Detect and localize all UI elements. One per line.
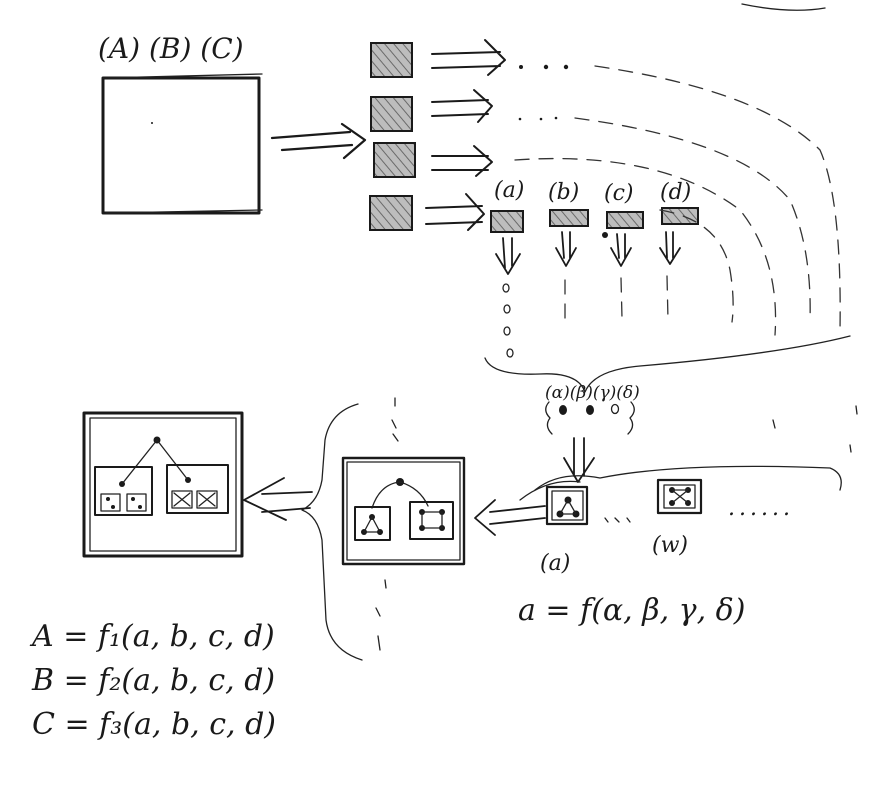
equations: A = f₁(a, b, c, d) B = f₂(a, b, c, d) C …	[29, 619, 276, 742]
graph-a: (a)	[540, 485, 589, 576]
tile-2	[370, 96, 413, 132]
tile-4	[369, 195, 413, 231]
dashed-arcs	[514, 65, 841, 336]
feature-label-b: (b)	[548, 180, 579, 205]
vertical-dots	[502, 275, 669, 358]
feature-down-arrows	[495, 231, 681, 275]
aggregated-labels: (α)(β)(γ)(δ)	[545, 383, 640, 403]
arrow-input-to-tiles	[270, 122, 367, 160]
collecting-brace	[484, 335, 851, 393]
tile-3	[373, 142, 416, 178]
equation-C: C = f₃(a, b, c, d)	[32, 707, 276, 742]
feature-label-a: (a)	[494, 178, 524, 203]
tile-arrows	[425, 39, 506, 231]
graph-label-first: (a)	[540, 551, 570, 576]
feature-label-d: (d)	[660, 180, 691, 205]
graph-w: (w)	[652, 478, 703, 558]
equation-A: A = f₁(a, b, c, d)	[29, 619, 275, 654]
feature-map-c	[606, 211, 644, 229]
equation-local: a = f(α, β, γ, δ)	[518, 593, 745, 628]
tile-1	[370, 42, 413, 78]
graph-row: (a) (w) ...... a = f(α, β, γ, δ)	[474, 465, 842, 628]
graph-ellipsis-1	[604, 517, 631, 523]
continuation-dots	[518, 64, 569, 121]
stray-marks-right	[772, 405, 858, 453]
input-image: (A) (B) (C)	[98, 32, 263, 215]
stray-stroke	[741, 3, 826, 11]
feature-maps: (a) (b) (c) (d)	[490, 178, 699, 238]
feature-map-a	[490, 210, 524, 233]
middle-brace	[301, 397, 399, 661]
aggregated-node: (α)(β)(γ)(δ)	[545, 383, 640, 483]
graph-label-last: (w)	[652, 533, 688, 558]
combined-graph	[341, 456, 466, 566]
graph-ellipsis-2: ......	[728, 496, 794, 521]
equation-B: B = f₂(a, b, c, d)	[31, 663, 275, 698]
arrow-to-final	[243, 477, 313, 521]
tile-column	[369, 42, 416, 231]
feature-label-c: (c)	[604, 181, 634, 206]
feature-map-d	[661, 207, 699, 225]
input-labels: (A) (B) (C)	[98, 32, 244, 65]
final-graph	[82, 411, 244, 558]
feature-map-b	[549, 209, 589, 227]
